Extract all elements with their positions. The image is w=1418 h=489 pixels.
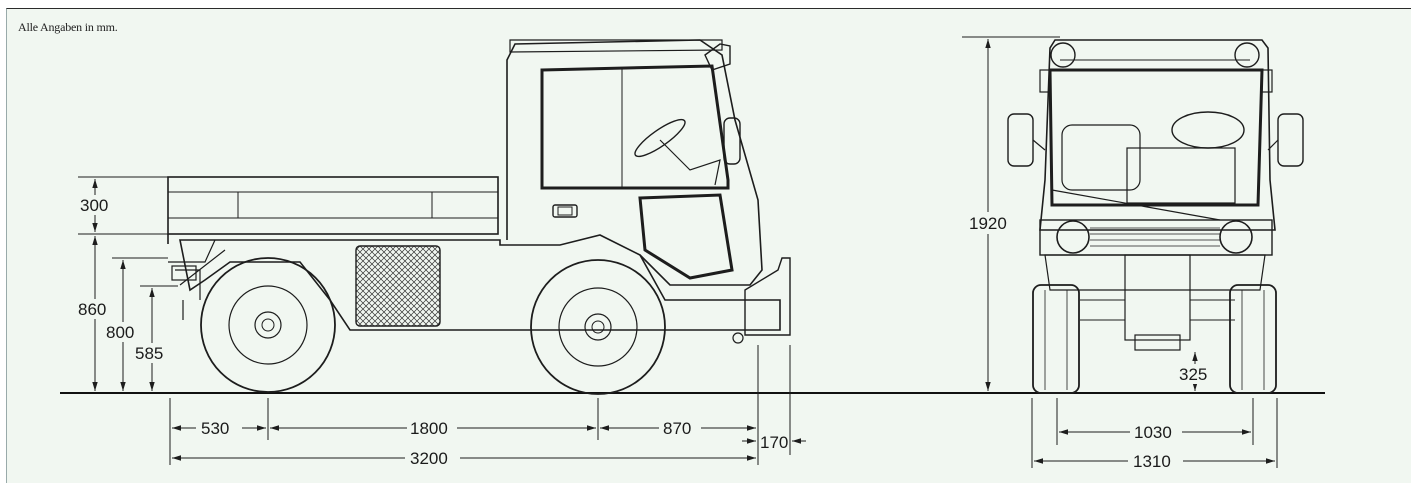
front-view-vehicle xyxy=(1007,39,1304,351)
dim-rear-overhang: 530 xyxy=(201,419,229,438)
drawing-sheet xyxy=(6,8,1411,483)
dim-hitch-lower: 585 xyxy=(135,344,163,363)
dim-overall-width: 1310 xyxy=(1133,452,1171,471)
side-view-vehicle xyxy=(167,39,791,344)
side-horizontal-dimensions xyxy=(169,345,806,465)
dim-hitch-upper: 800 xyxy=(106,323,134,342)
dim-ground-clearance: 325 xyxy=(1179,365,1207,384)
front-left-wheel xyxy=(1032,284,1080,394)
front-right-wheel xyxy=(1229,284,1277,394)
units-note: Alle Angaben in mm. xyxy=(18,20,118,34)
dim-track-width: 1030 xyxy=(1134,423,1172,442)
dim-overall-length: 3200 xyxy=(410,449,448,468)
dim-wheelbase: 1800 xyxy=(410,419,448,438)
dim-front-attachment: 170 xyxy=(760,433,788,452)
dim-bed-floor-height: 860 xyxy=(78,300,106,319)
side-front-wheel xyxy=(530,259,666,395)
dim-overall-height: 1920 xyxy=(969,214,1007,233)
dim-front-overhang: 870 xyxy=(663,419,691,438)
dim-bed-height: 300 xyxy=(80,196,108,215)
side-rear-wheel xyxy=(200,257,336,393)
